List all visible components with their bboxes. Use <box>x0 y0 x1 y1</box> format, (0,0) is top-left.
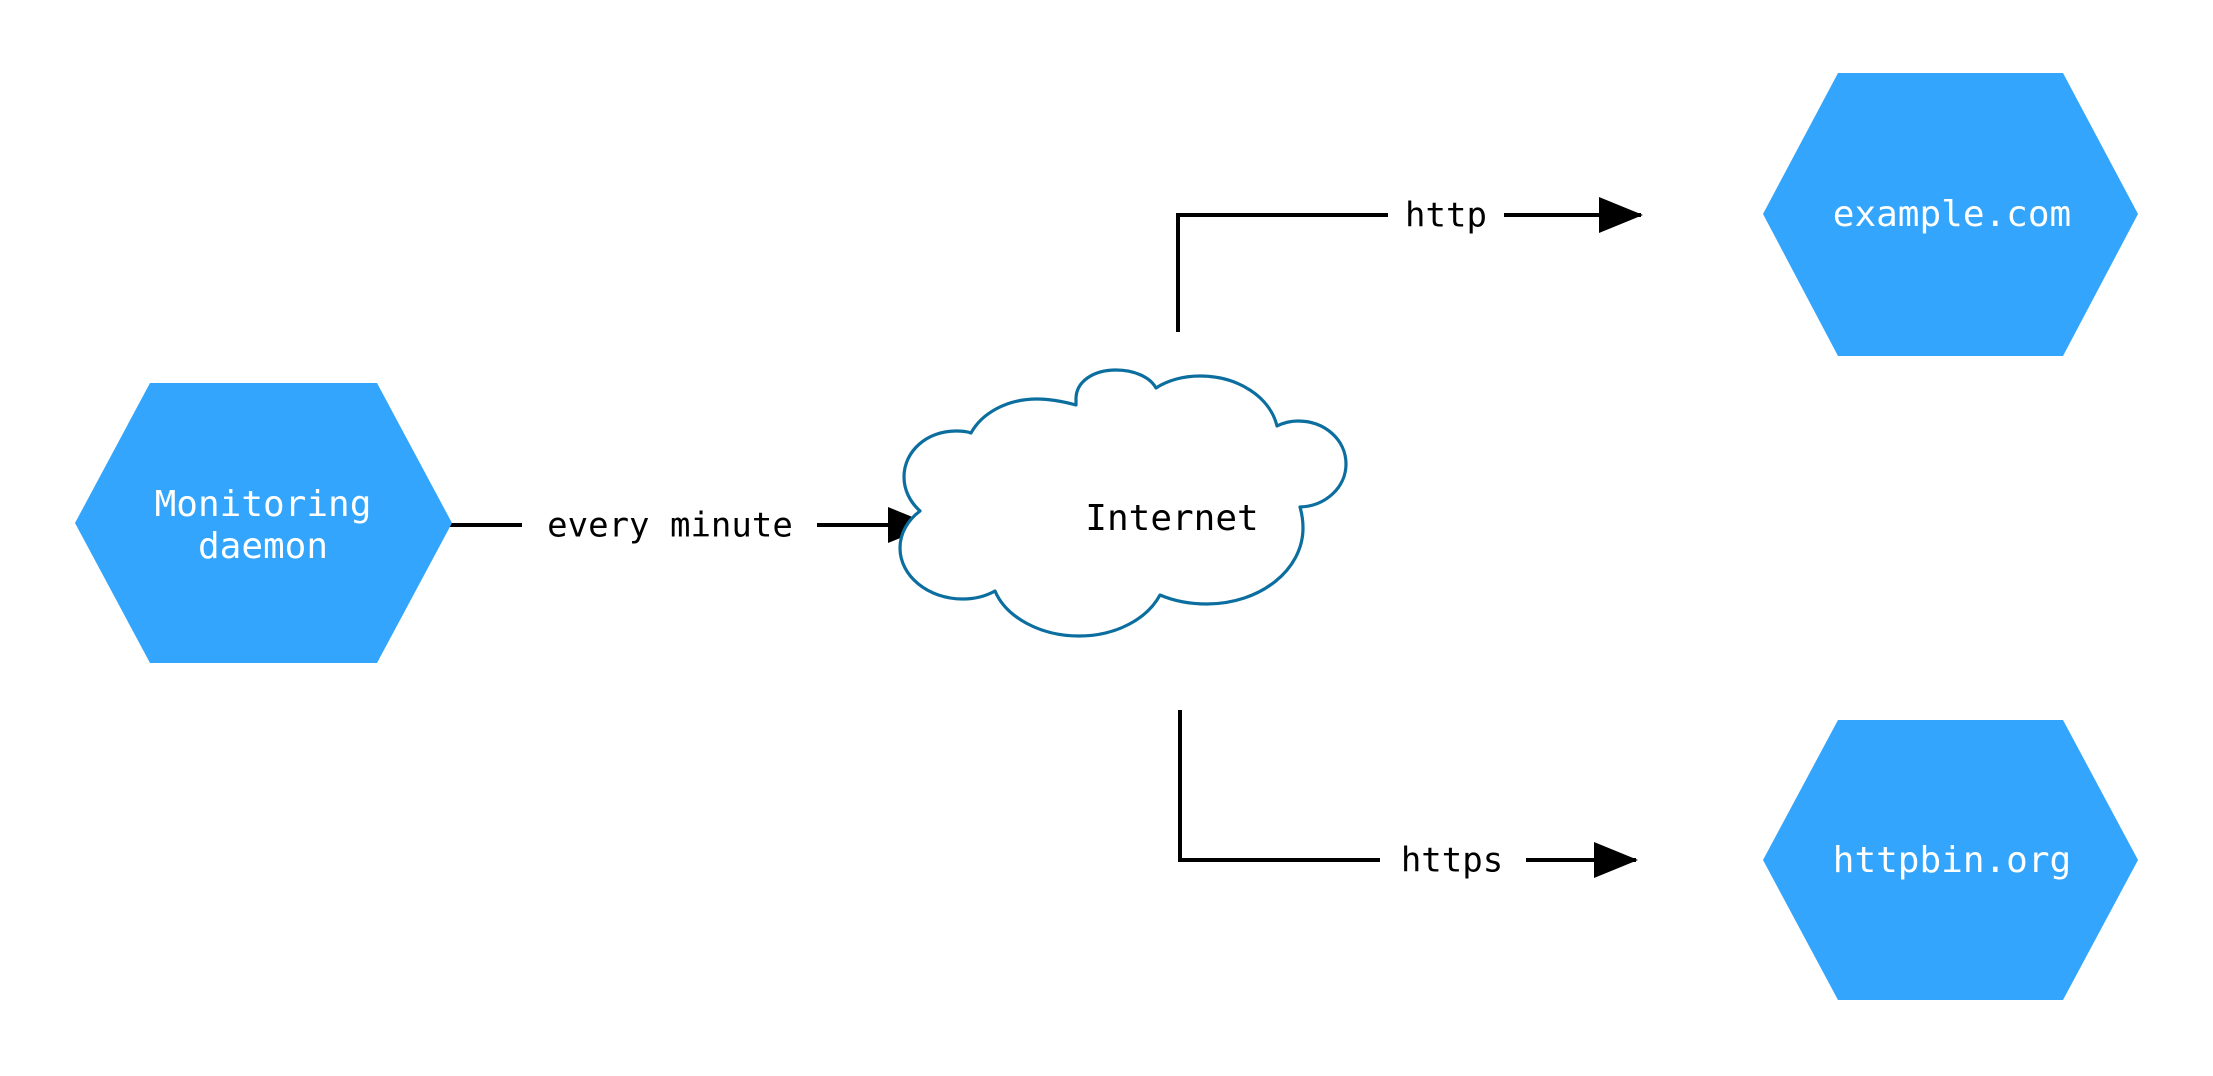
edge-label-bg-every-minute <box>522 504 817 546</box>
edge-label-every-minute: every minute <box>547 506 793 546</box>
edge-label-https: https <box>1401 841 1503 881</box>
node-label-internet: Internet <box>1085 498 1258 539</box>
edge-label-bg-http <box>1388 194 1504 236</box>
node-monitoring-daemon[interactable]: Monitoring daemon <box>75 383 452 663</box>
node-label-httpbin-org: httpbin.org <box>1833 840 2071 881</box>
hexagon-shape-httpbin-org <box>1763 720 2138 1000</box>
edge-line-https <box>1178 710 1638 878</box>
hexagon-shape-example-com <box>1763 73 2138 356</box>
edge-internet-to-httpbin[interactable]: https <box>1178 710 1638 881</box>
cloud-shape-internet <box>898 368 1348 638</box>
edge-daemon-to-internet[interactable]: every minute <box>449 504 932 546</box>
node-httpbin-org[interactable]: httpbin.org <box>1763 720 2138 1000</box>
node-label-example-com: example.com <box>1833 194 2071 235</box>
node-label-monitoring-daemon-line2: daemon <box>198 526 328 567</box>
edge-internet-to-example[interactable]: http <box>1176 194 1643 332</box>
edge-label-http: http <box>1405 196 1487 236</box>
node-example-com[interactable]: example.com <box>1763 73 2138 356</box>
node-internet[interactable]: Internet <box>898 368 1348 638</box>
hexagon-shape-monitoring-daemon <box>75 383 452 663</box>
node-label-monitoring-daemon-line1: Monitoring <box>155 484 372 525</box>
edge-label-bg-https <box>1380 839 1526 881</box>
